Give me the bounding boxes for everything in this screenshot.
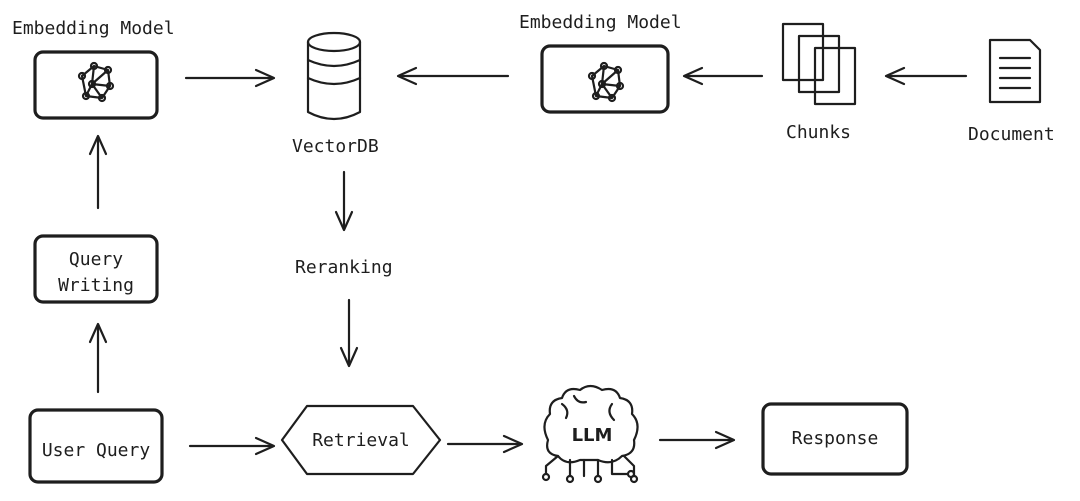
arrow-querywriting-to-embedding [88,134,108,210]
embedding-model-left-node[interactable] [33,50,159,120]
neural-network-icon [77,61,115,103]
arrow-chunks-to-embedding [682,66,764,86]
neural-network-icon [587,61,625,103]
stacked-pages-icon[interactable] [781,22,857,106]
user-query-node[interactable]: User Query [28,408,164,484]
retrieval-node[interactable]: Retrieval [280,404,442,476]
query-writing-label-line2: Writing [58,275,134,296]
embedding-model-right-node[interactable] [540,44,670,114]
llm-label: LLM [572,425,613,446]
arrow-userquery-to-retrieval [188,436,276,456]
arrow-embedding-to-vectordb [184,68,276,88]
arrow-vectordb-to-reranking [334,170,354,232]
response-label: Response [792,428,879,449]
document-icon[interactable] [988,38,1042,104]
arrow-embedding-right-to-vectordb [396,66,510,86]
user-query-label: User Query [42,440,151,461]
database-cylinder-icon[interactable] [306,31,362,121]
brain-chip-icon[interactable]: LLM [541,384,639,484]
retrieval-label: Retrieval [312,430,410,451]
document-label: Document [968,124,1055,145]
reranking-label: Reranking [295,257,393,278]
response-node[interactable]: Response [761,402,909,476]
arrow-reranking-to-retrieval [339,298,359,368]
arrow-retrieval-to-llm [446,434,524,454]
arrow-document-to-chunks [884,66,968,86]
query-writing-node[interactable]: Query Writing [33,234,159,304]
vectordb-label: VectorDB [292,136,379,157]
embedding-model-right-title: Embedding Model [519,12,682,33]
embedding-model-left-title: Embedding Model [12,18,175,39]
arrow-llm-to-response [658,430,736,450]
query-writing-label-line1: Query [69,249,123,270]
chunks-label: Chunks [786,122,851,143]
arrow-userquery-to-querywriting [88,322,108,394]
